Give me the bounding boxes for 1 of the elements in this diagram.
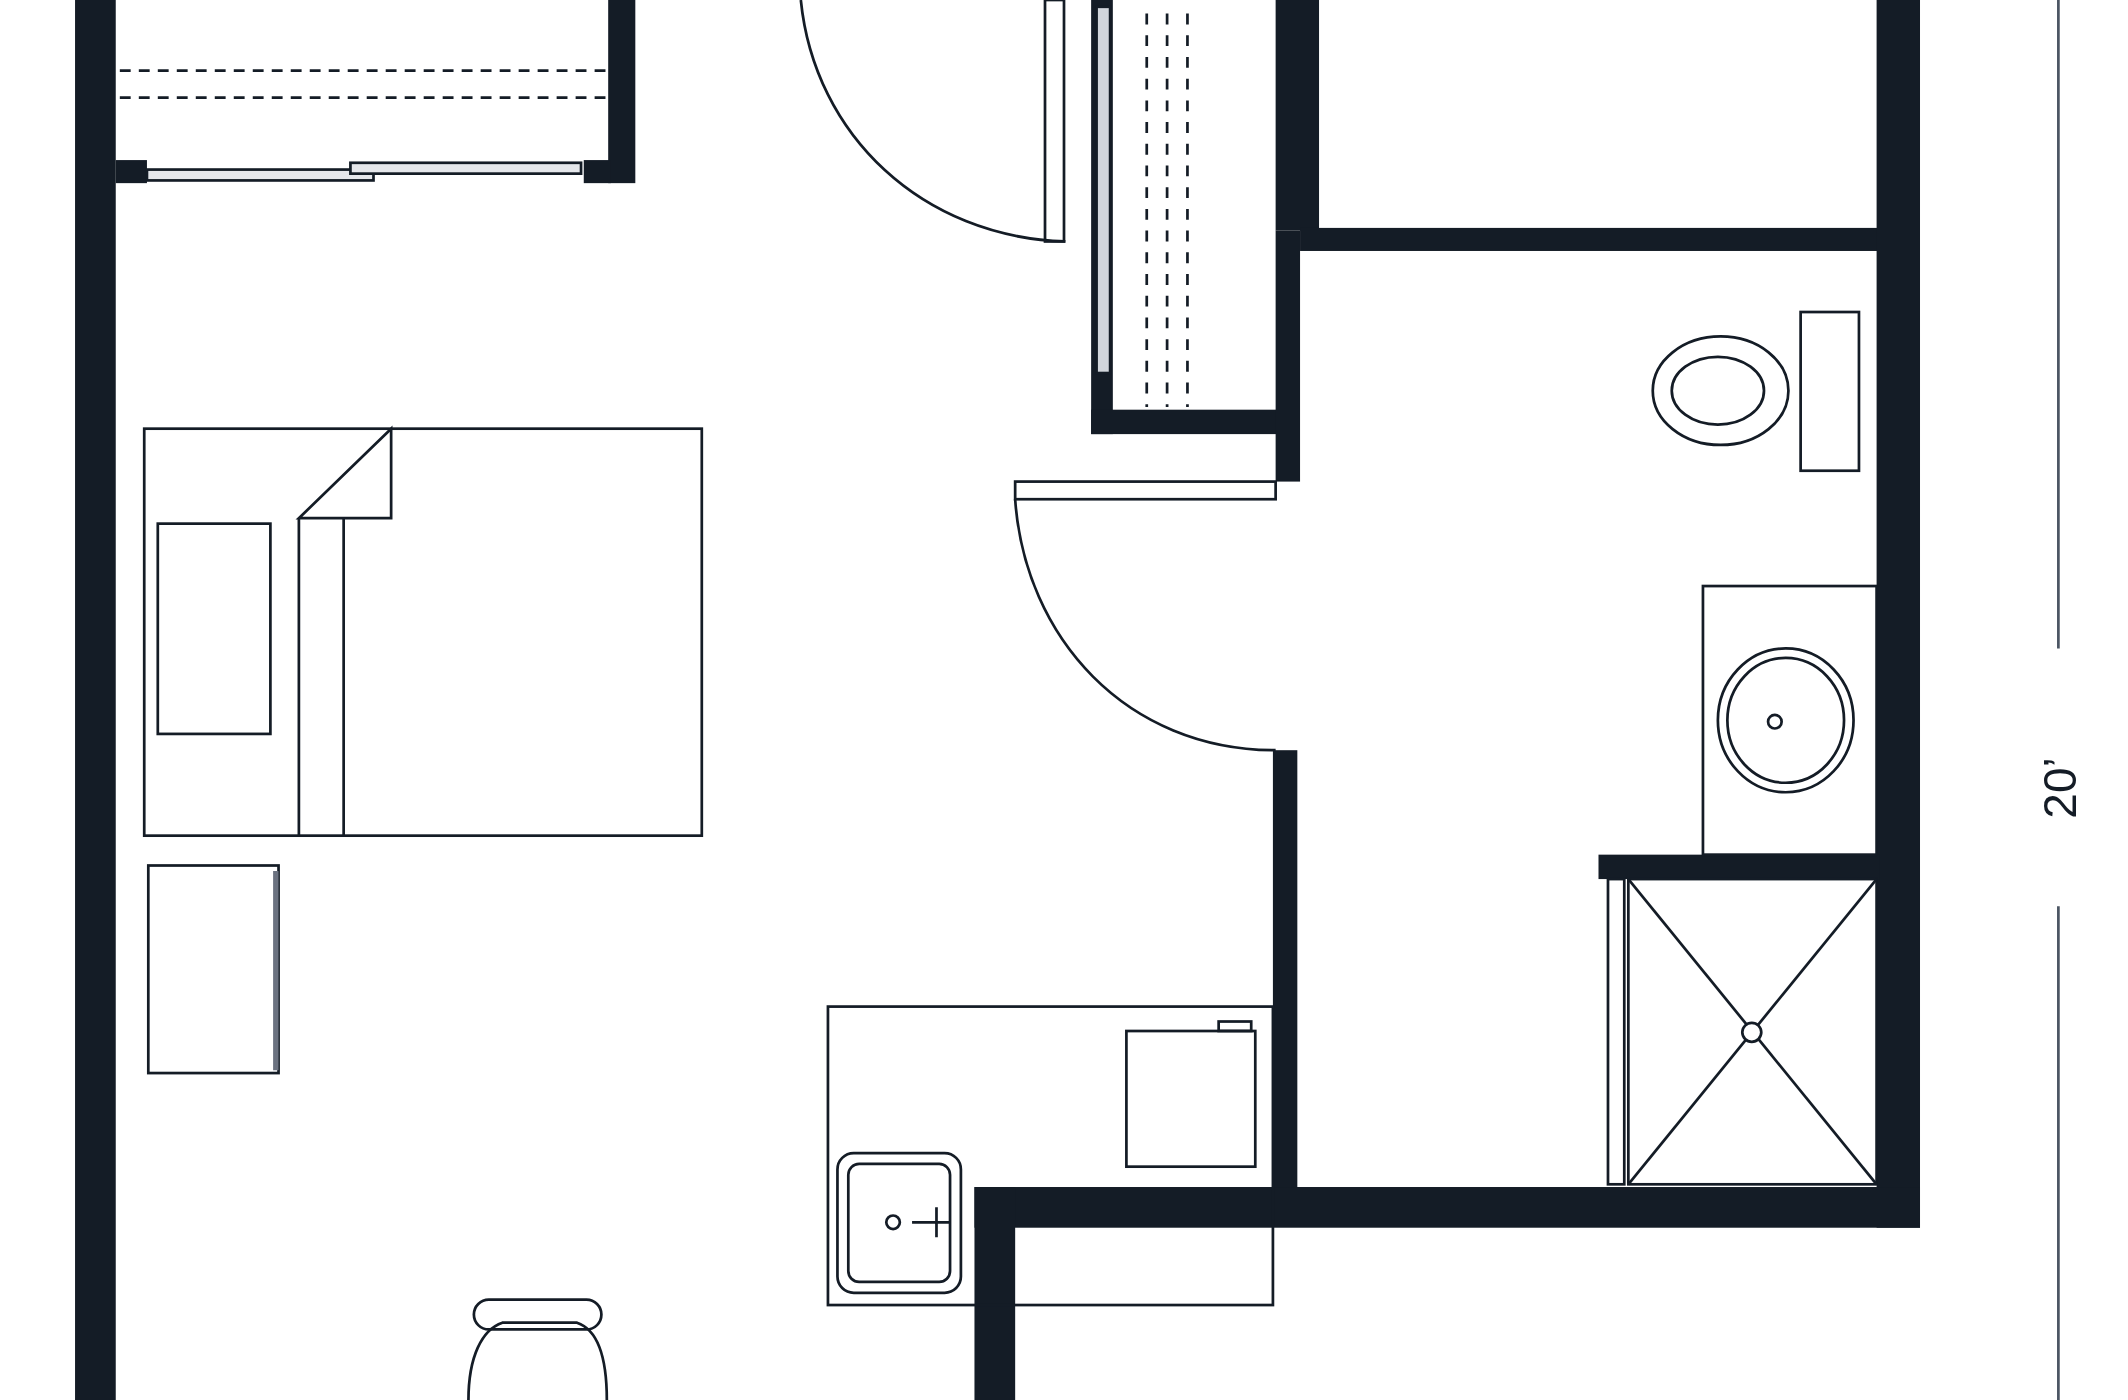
dimension-label: 20’: [2037, 757, 2083, 819]
